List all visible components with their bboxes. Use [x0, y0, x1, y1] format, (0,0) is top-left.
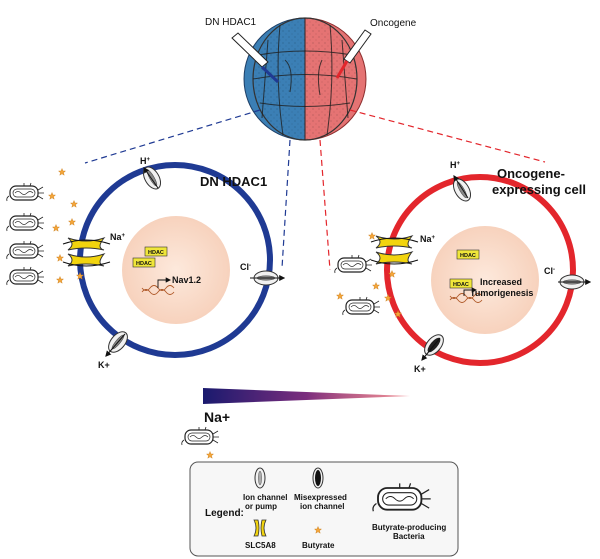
- left-hdac-tag-1: [144, 246, 168, 257]
- oncogene-injection-label: Oncogene: [370, 18, 417, 29]
- svg-text:HDAC: HDAC: [460, 253, 476, 259]
- right-hdac-tag-1: [456, 249, 480, 260]
- right-proton-label: H+: [450, 160, 461, 170]
- left-cell-title: DN HDAC1: [200, 174, 267, 189]
- connector-lines: [84, 109, 546, 271]
- left-bacteria-group: [6, 182, 45, 286]
- svg-text:HDAC: HDAC: [136, 261, 152, 267]
- legend-misexpressed-line2: ion channel: [300, 502, 344, 511]
- legend-slc5a8-icon: [253, 519, 267, 537]
- embryo: [243, 17, 367, 141]
- right-cell: HDAC HDAC Increased Tumorigenesis: [384, 174, 576, 366]
- gradient-bacteria: [181, 426, 220, 446]
- legend-ion-channel-line1: Ion channel: [243, 493, 287, 502]
- left-chloride-label: Cl-: [240, 262, 251, 272]
- legend-slc5a8-label: SLC5A8: [245, 541, 276, 550]
- gradient-butyrate-star: [206, 451, 214, 459]
- sodium-gradient-wedge: [203, 388, 410, 404]
- svg-text:HDAC: HDAC: [148, 250, 164, 256]
- right-hdac-tag-2: [449, 278, 473, 289]
- legend-ion-channel-line2: or pump: [245, 502, 277, 511]
- left-proton-arrow: [143, 167, 159, 189]
- left-potassium-arrow: [105, 333, 126, 357]
- left-hdac-tag-2: [132, 257, 156, 268]
- right-gene-label-line2: Tumorigenesis: [470, 288, 533, 298]
- legend-butyrate-label: Butyrate: [302, 541, 335, 550]
- oncogene-needle: [335, 29, 372, 79]
- right-cell-title-line2: expressing cell: [492, 182, 586, 197]
- right-slc5a8-transporter: [370, 234, 419, 265]
- sodium-gradient-label: Na+: [204, 409, 230, 425]
- right-chloride-label: Cl-: [544, 266, 555, 276]
- right-sodium-label: Na+: [420, 234, 436, 244]
- legend-title: Legend:: [205, 508, 244, 519]
- left-sodium-label: Na+: [110, 232, 126, 242]
- right-cell-title-line1: Oncogene-: [497, 166, 565, 181]
- left-nucleus: [122, 216, 230, 324]
- legend-misexpressed-icon: [312, 467, 324, 489]
- legend-bacteria-line1: Butyrate-producing: [372, 523, 446, 532]
- legend-box: Legend: Ion channel or pump Misexpressed…: [189, 461, 459, 557]
- right-potassium-label: K+: [414, 364, 426, 374]
- dn-hdac1-injection-label: DN HDAC1: [205, 17, 257, 28]
- left-potassium-label: K+: [98, 360, 110, 370]
- svg-text:HDAC: HDAC: [453, 282, 469, 288]
- left-slc5a8-transporter: [62, 236, 111, 267]
- legend-misexpressed-line1: Misexpressed: [294, 493, 347, 502]
- dn-hdac1-needle: [231, 32, 280, 84]
- left-transcription-arrow: [157, 277, 172, 288]
- right-gene-label-line1: Increased: [480, 277, 522, 287]
- left-proton-label: H+: [140, 156, 151, 166]
- left-gene-label: Nav1.2: [172, 275, 201, 285]
- legend-bacteria-line2: Bacteria: [393, 532, 425, 541]
- right-proton-arrow: [453, 174, 469, 199]
- legend-ion-channel-icon: [254, 467, 266, 489]
- right-transcription-arrow: [463, 287, 478, 296]
- left-cell: HDAC HDAC Nav1.2: [77, 162, 273, 358]
- right-potassium-arrow: [421, 337, 441, 361]
- right-dna: [449, 293, 483, 303]
